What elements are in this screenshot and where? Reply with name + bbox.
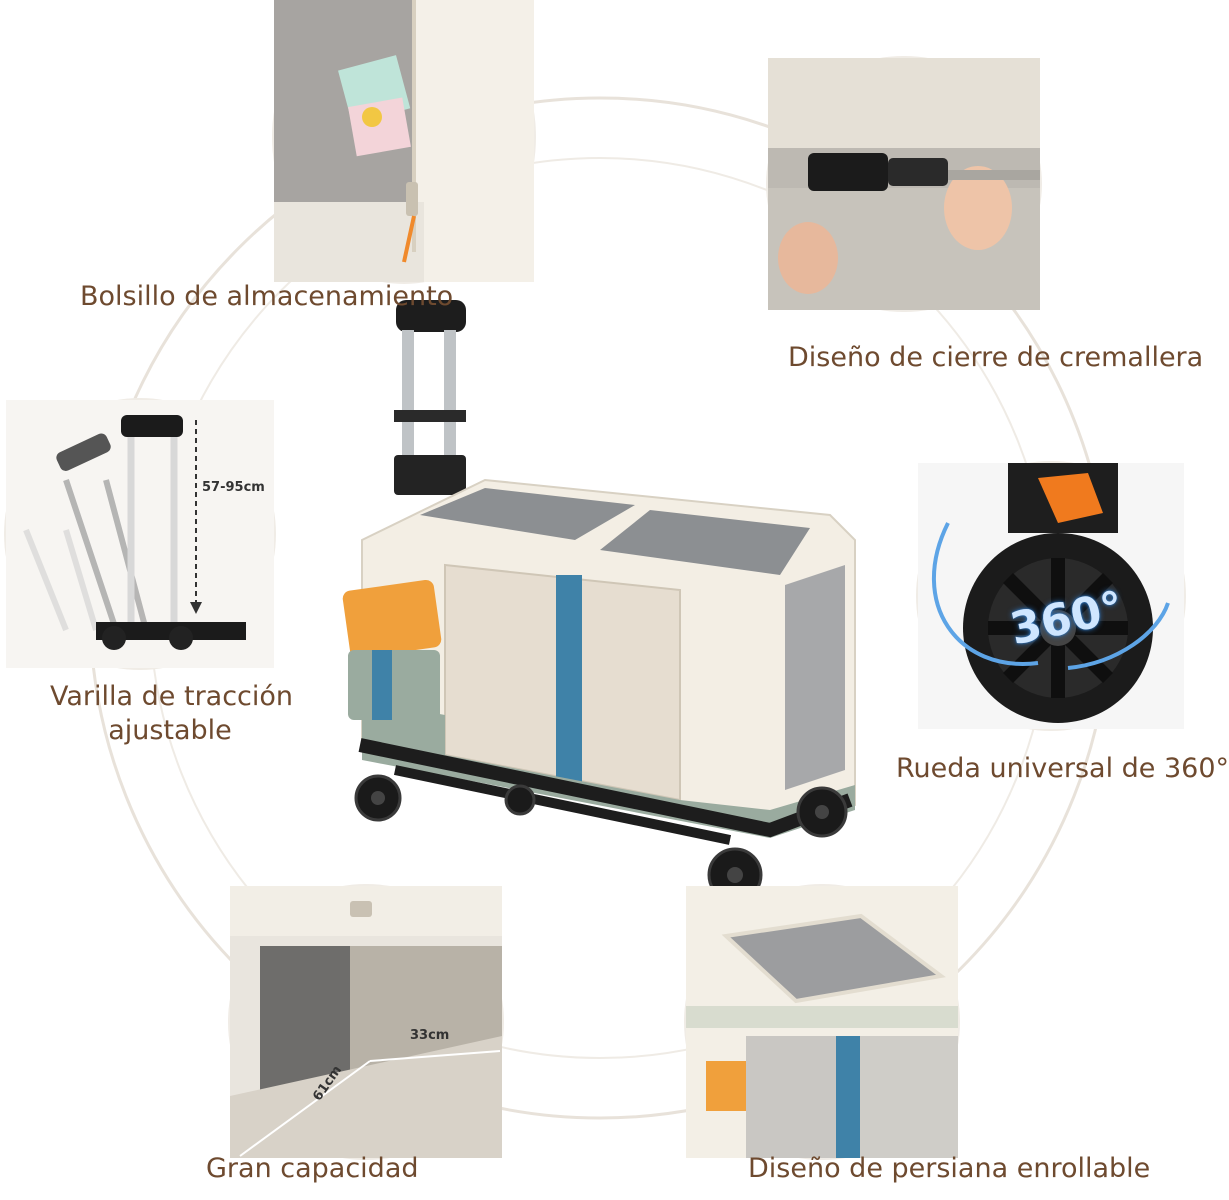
blue-strap [556, 575, 582, 785]
pet-carrier-image [342, 300, 856, 903]
storage-pocket-photo [274, 0, 534, 282]
zipper-design-caption: Diseño de cierre de cremallera [788, 342, 1204, 373]
large-capacity-caption: Gran capacidad [206, 1153, 419, 1184]
large-capacity-photo: 33cm 61cm [230, 886, 502, 1158]
adjustable-handle-caption: Varilla de tracción ajustable [50, 680, 294, 748]
storage-pocket-caption: Bolsillo de almacenamiento [80, 281, 454, 312]
product-feature-infographic: Bolsillo de almacenamiento Diseño de cie… [6, 0, 1229, 1184]
roll-blind-caption: Diseño de persiana enrollable [748, 1153, 1151, 1184]
universal-wheel-photo: 360° [918, 463, 1184, 729]
capacity-width-label: 33cm [410, 1028, 450, 1043]
adjustable-handle-photo: 57-95cm [6, 400, 274, 668]
zipper-buckle-photo [768, 58, 1040, 310]
handle-grip [396, 300, 466, 332]
adjustable-handle-caption-line2: ajustable [108, 715, 232, 746]
adjustable-handle-caption-line1: Varilla de tracción [50, 681, 294, 712]
handle-height-label: 57-95cm [202, 480, 265, 495]
roll-blind-photo [686, 886, 958, 1158]
universal-wheel-caption: Rueda universal de 360° [896, 753, 1229, 784]
